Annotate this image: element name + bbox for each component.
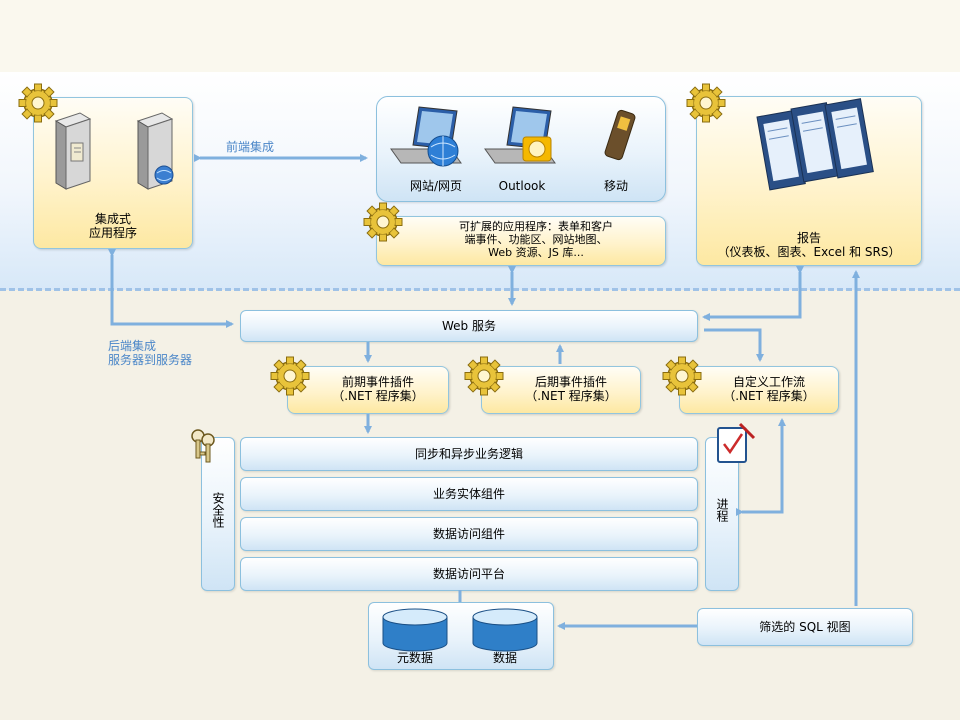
- reports-box: 报告 （仪表板、图表、Excel 和 SRS）: [696, 96, 922, 266]
- data-label: 数据: [492, 651, 517, 665]
- server-icon: [54, 112, 92, 190]
- database-box: 元数据 数据: [368, 602, 554, 670]
- laptop-globe-icon: [390, 106, 462, 167]
- report-document-icons: [756, 98, 874, 191]
- security-bar: 安全性: [201, 437, 235, 591]
- metadata-label: 元数据: [396, 651, 433, 665]
- security-label: 安全性: [211, 492, 225, 528]
- pre-event-plugin-label: 前期事件插件 （.NET 程序集）: [332, 375, 424, 403]
- layer-business-entity: 业务实体组件: [240, 477, 698, 511]
- report-document-icon: [756, 110, 806, 191]
- extensible-apps-label: 可扩展的应用程序：表单和客户 端事件、功能区、网站地图、 Web 资源、JS 库…: [459, 220, 613, 259]
- web-services-bar: Web 服务: [240, 310, 698, 342]
- reports-label: 报告 （仪表板、图表、Excel 和 SRS）: [717, 231, 901, 259]
- integrated-app-box: 集成式 应用程序: [33, 97, 193, 249]
- server-icon: [136, 112, 174, 190]
- tier-divider-dashed-line: [0, 288, 960, 291]
- process-to-workflow-arrow: [736, 418, 786, 516]
- client-outlook-label: Outlook: [498, 179, 546, 193]
- backend-integration-label: 后端集成 服务器到服务器: [108, 339, 193, 367]
- webservices-to-workflow-arrow: [704, 328, 764, 362]
- client-device-icons: [390, 106, 636, 167]
- filtered-sql-views-label: 筛选的 SQL 视图: [759, 620, 851, 634]
- web-services-label: Web 服务: [442, 319, 496, 333]
- frontend-integration-label: 前端集成: [226, 140, 275, 154]
- process-label: 进程: [715, 498, 729, 522]
- layer-business-logic-label: 同步和异步业务逻辑: [414, 447, 523, 461]
- top-background: [0, 0, 960, 72]
- custom-workflow-label: 自定义工作流 （.NET 程序集）: [723, 375, 815, 403]
- extensible-apps-box: 可扩展的应用程序：表单和客户 端事件、功能区、网站地图、 Web 资源、JS 库…: [376, 216, 666, 266]
- client-mobile-label: 移动: [603, 179, 628, 193]
- database-cylinder-icon: [382, 608, 448, 652]
- filtered-sql-views-box: 筛选的 SQL 视图: [697, 608, 913, 646]
- pre-event-plugin-box: 前期事件插件 （.NET 程序集）: [287, 366, 449, 414]
- layer-data-access-platform: 数据访问平台: [240, 557, 698, 591]
- layer-business-logic: 同步和异步业务逻辑: [240, 437, 698, 471]
- database-icons: [382, 608, 538, 652]
- layer-business-entity-label: 业务实体组件: [432, 487, 505, 501]
- layer-data-access-components-label: 数据访问组件: [432, 527, 505, 541]
- laptop-outlook-icon: [484, 106, 556, 164]
- server-icons: [54, 112, 174, 190]
- integrated-app-label: 集成式 应用程序: [88, 212, 137, 240]
- post-event-plugin-label: 后期事件插件 （.NET 程序集）: [525, 375, 617, 403]
- mobile-phone-icon: [604, 109, 636, 161]
- database-cylinder-icon: [472, 608, 538, 652]
- client-website-label: 网站/网页: [409, 179, 463, 193]
- custom-workflow-box: 自定义工作流 （.NET 程序集）: [679, 366, 839, 414]
- clients-box: 网站/网页 Outlook 移动: [376, 96, 666, 202]
- report-document-icon: [790, 102, 840, 183]
- report-document-icon: [824, 98, 874, 179]
- layer-data-access-platform-label: 数据访问平台: [432, 567, 505, 581]
- layer-data-access-components: 数据访问组件: [240, 517, 698, 551]
- post-event-plugin-box: 后期事件插件 （.NET 程序集）: [481, 366, 641, 414]
- process-bar: 进程: [705, 437, 739, 591]
